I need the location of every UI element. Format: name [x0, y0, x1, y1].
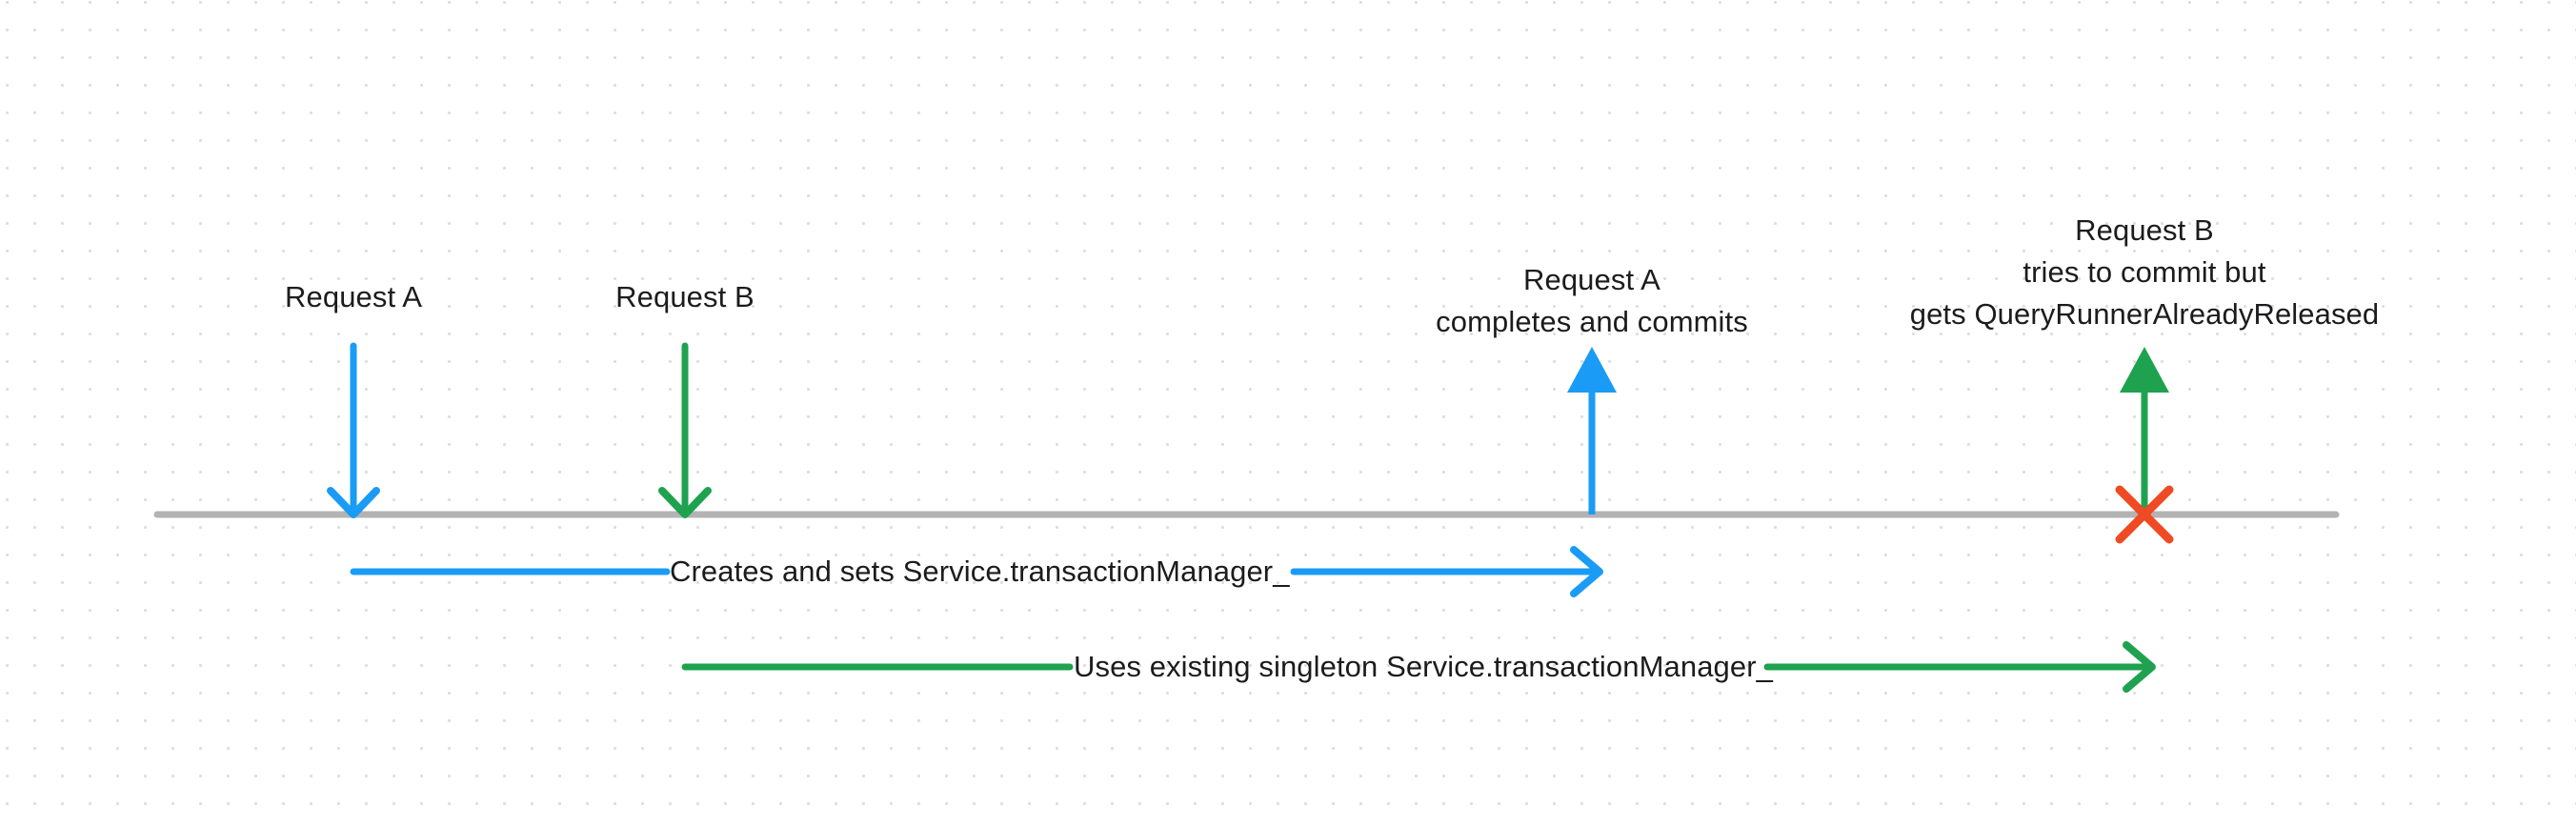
label-request-a-commit-line-1: Request A: [1523, 263, 1660, 296]
event-arrow-request-a-commit: [1567, 347, 1617, 514]
label-request-a-commit-line-2: completes and commits: [1436, 305, 1748, 338]
label-span-uses-singleton: Uses existing singleton Service.transact…: [1074, 650, 1773, 683]
creates-sets-chevron-icon: [1570, 546, 1603, 597]
event-arrow-request-b-commit-fails: [2120, 347, 2169, 514]
request-a-commit-arrowhead-icon: [1567, 347, 1617, 393]
label-request-b-commit-fails: Request B tries to commit but gets Query…: [1849, 210, 2440, 335]
request-b-commit-arrowhead-icon: [2120, 347, 2169, 393]
event-arrow-request-a-start: [327, 342, 380, 518]
span-arrow-uses-singleton: [681, 641, 2156, 693]
error-x-marker-icon: [2115, 485, 2174, 544]
label-request-b-commit-fails-line-2: tries to commit but: [2023, 255, 2266, 289]
label-request-b-start-line-1: Request B: [615, 280, 755, 313]
event-arrow-request-b-start: [658, 342, 712, 518]
label-request-b-start: Request B: [615, 276, 755, 318]
span-arrow-creates-sets: [350, 546, 1603, 597]
request-b-start-chevron-icon: [658, 487, 712, 518]
request-a-start-chevron-icon: [327, 487, 380, 518]
label-request-b-commit-fails-line-3: gets QueryRunnerAlreadyReleased: [1909, 297, 2380, 331]
label-span-creates-sets: Creates and sets Service.transactionMana…: [670, 555, 1290, 588]
uses-singleton-chevron-icon: [2123, 641, 2156, 693]
label-request-a-start: Request A: [285, 280, 422, 313]
label-request-b-commit-fails-line-1: Request B: [2075, 213, 2214, 247]
label-request-a-commit: Request A completes and commits: [1344, 259, 1840, 343]
